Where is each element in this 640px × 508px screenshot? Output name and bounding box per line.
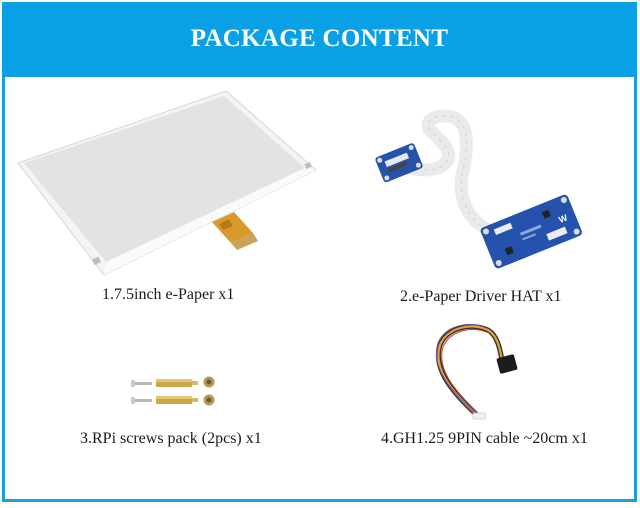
item-2-caption: 2.e-Paper Driver HAT x1 [400, 288, 562, 305]
header-banner: PACKAGE CONTENT [2, 2, 637, 77]
item-1-caption: 1.7.5inch e-Paper x1 [102, 286, 235, 303]
item-3-caption: 3.RPi screws pack (2pcs) x1 [80, 430, 262, 447]
page-title: PACKAGE CONTENT [190, 24, 449, 52]
item-4-caption: 4.GH1.25 9PIN cable ~20cm x1 [381, 430, 588, 447]
svg-text:W: W [557, 212, 569, 225]
